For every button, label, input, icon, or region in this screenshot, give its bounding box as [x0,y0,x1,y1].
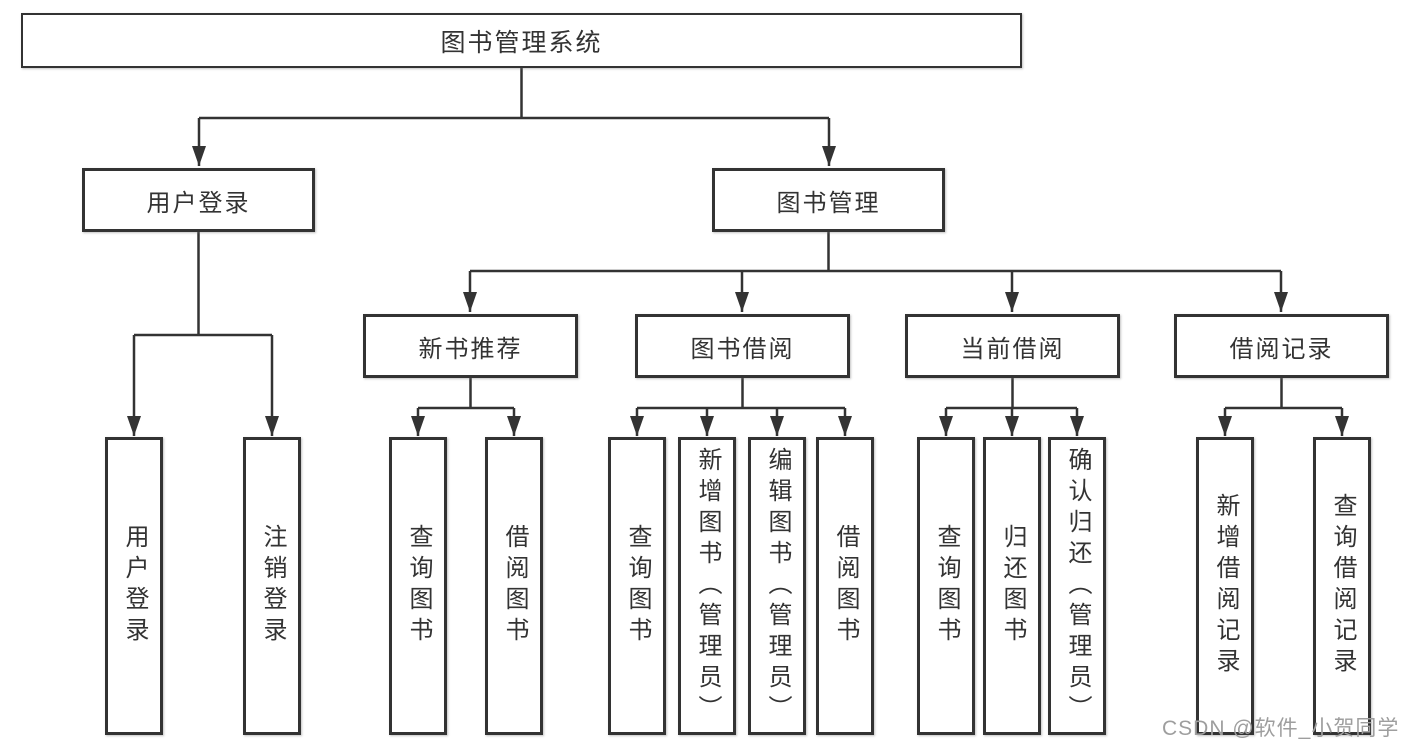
leaf-query-borrow-record: 查询借阅记录 [1313,437,1371,735]
node-label: 用户登录 [146,189,251,217]
leaf-edit-books-admin: 编辑图书（管理员） [748,437,806,735]
leaf-add-borrow-record: 新增借阅记录 [1196,437,1254,735]
node-label: 归还图书 [999,524,1026,648]
leaf-borrow-books-recommend: 借阅图书 [485,437,543,735]
node-label: 借阅图书 [501,524,528,648]
leaf-confirm-return-admin: 确认归还（管理员） [1048,437,1106,735]
node-label: 查询借阅记录 [1329,493,1356,679]
leaf-return-books: 归还图书 [983,437,1041,735]
node-library-management-system: 图书管理系统 [21,13,1022,68]
node-label: 图书管理系统 [440,28,603,57]
leaf-query-books-borrowing: 查询图书 [608,437,666,735]
node-label: 新书推荐 [418,335,523,363]
node-label: 图书管理 [776,189,881,217]
node-label: 查询图书 [933,524,960,648]
node-label: 用户登录 [121,524,148,648]
node-label: 新增借阅记录 [1212,493,1239,679]
node-label: 新增图书（管理员） [694,446,721,726]
node-label: 当前借阅 [960,335,1065,363]
leaf-query-books-recommend: 查询图书 [389,437,447,735]
node-book-management: 图书管理 [712,168,945,232]
leaf-logout-login: 注销登录 [243,437,301,735]
leaf-add-books-admin: 新增图书（管理员） [678,437,736,735]
node-label: 编辑图书（管理员） [764,446,791,726]
node-borrowing-records: 借阅记录 [1174,314,1389,378]
watermark: CSDN @软件_小贺同学 [1162,717,1400,740]
node-label: 图书借阅 [690,335,795,363]
node-label: 确认归还（管理员） [1064,446,1091,726]
node-label: 查询图书 [624,524,651,648]
node-book-borrowing: 图书借阅 [635,314,850,378]
leaf-user-login: 用户登录 [105,437,163,735]
leaf-query-books-current: 查询图书 [917,437,975,735]
node-label: 借阅图书 [832,524,859,648]
node-new-book-recommendation: 新书推荐 [363,314,578,378]
node-current-borrowing: 当前借阅 [905,314,1120,378]
node-user-login: 用户登录 [82,168,315,232]
node-label: 注销登录 [259,524,286,648]
node-label: 借阅记录 [1229,335,1334,363]
node-label: 查询图书 [405,524,432,648]
leaf-borrow-books-borrowing: 借阅图书 [816,437,874,735]
